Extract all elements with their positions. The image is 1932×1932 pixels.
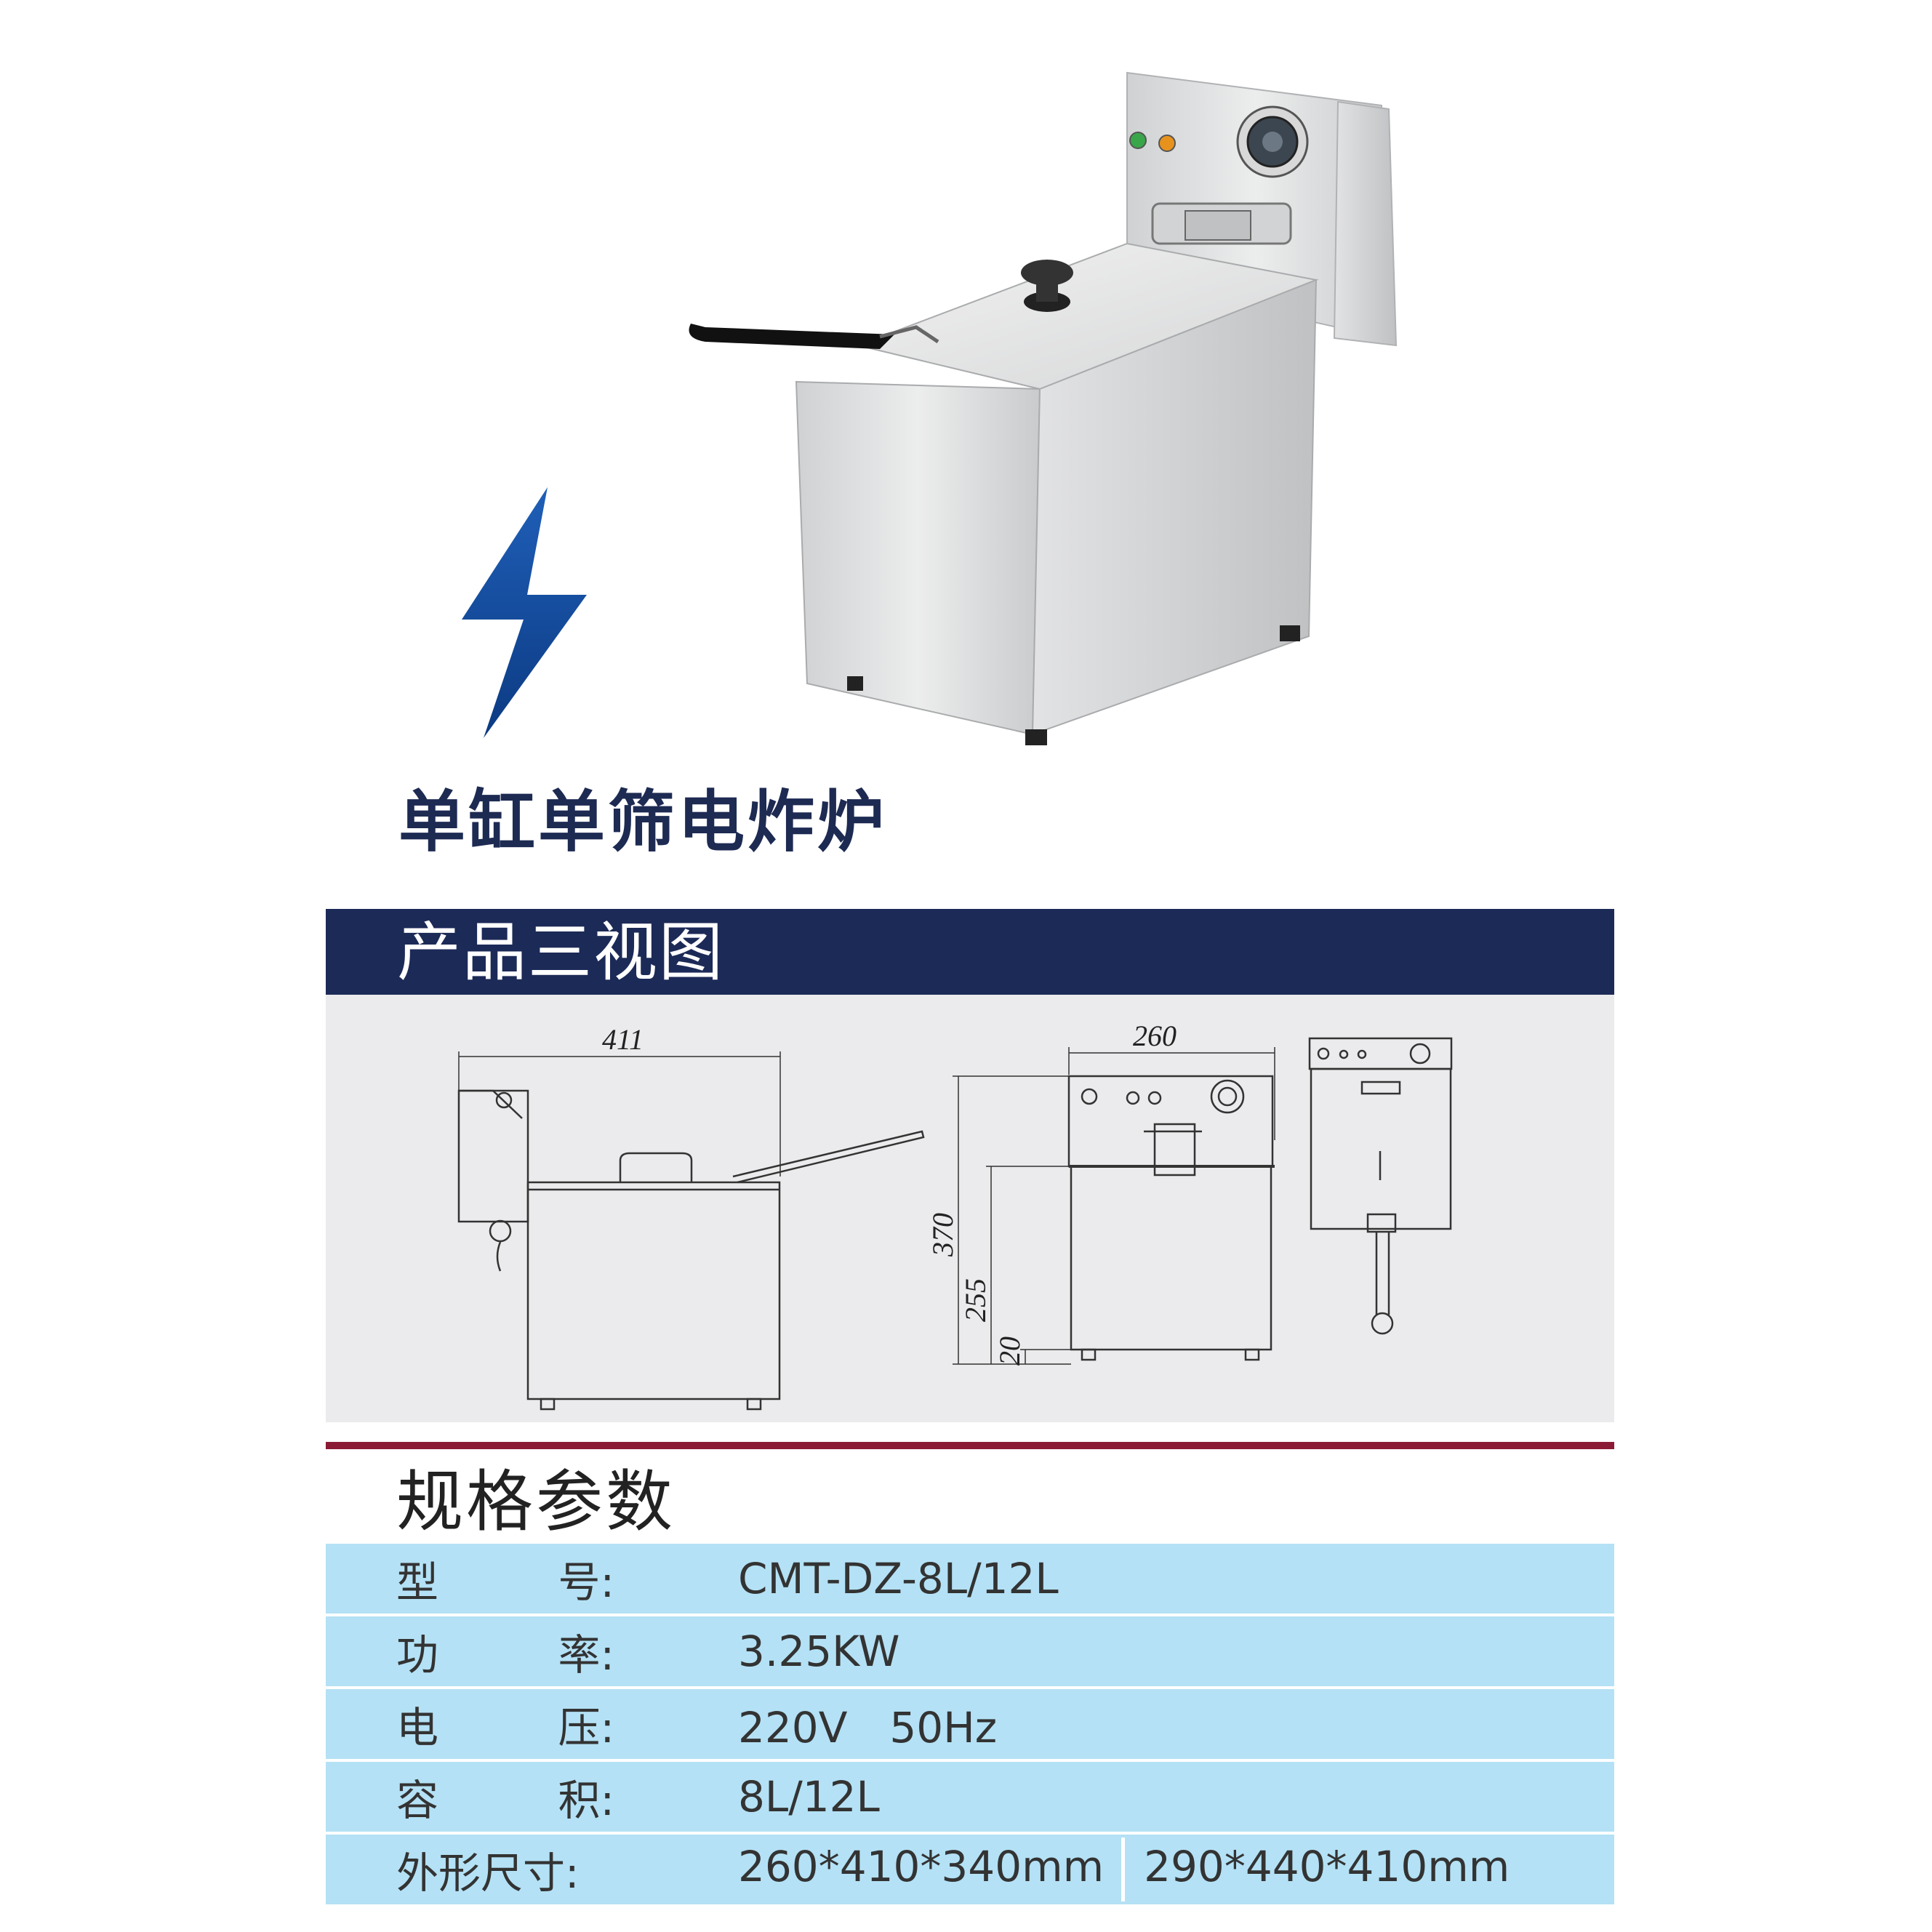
- value-separator: [1121, 1837, 1126, 1901]
- technical-drawing-panel: 411 260 370 255 20: [326, 995, 1614, 1422]
- front-width-dimension: 260: [1133, 1019, 1177, 1052]
- specs-section-title: 规格参数: [396, 1463, 676, 1541]
- table-row: 功率: 3.25KW: [326, 1615, 1614, 1689]
- spec-value: CMT-DZ-8L/12L: [738, 1544, 1614, 1616]
- three-view-drawing: 411 260 370 255 20: [457, 1019, 1453, 1411]
- side-view: [457, 1051, 925, 1411]
- table-row: 容积: 8L/12L: [326, 1760, 1614, 1835]
- views-section-header: 产品三视图: [326, 909, 1614, 995]
- table-row: 型号: CMT-DZ-8L/12L: [326, 1544, 1614, 1616]
- specs-table: 型号: CMT-DZ-8L/12L 功率: 3.25KW 电压: 220V 50…: [326, 1544, 1614, 1907]
- spec-label: 电压:: [326, 1688, 738, 1762]
- front-total-height-dimension: 370: [926, 1213, 959, 1257]
- product-title: 单缸单筛电炸炉: [398, 783, 888, 861]
- spec-value-primary: 260*410*340mm: [738, 1842, 1105, 1892]
- spec-label: 外形尺寸:: [326, 1833, 738, 1907]
- front-view: [953, 1047, 1275, 1365]
- spec-value: 260*410*340mm 290*440*410mm: [738, 1833, 1614, 1907]
- front-body-height-dimension: 255: [959, 1278, 992, 1322]
- spec-label: 容积:: [326, 1760, 738, 1835]
- lightning-icon: [462, 487, 587, 738]
- table-row: 外形尺寸: 260*410*340mm 290*440*410mm: [326, 1833, 1614, 1907]
- spec-value: 220V 50Hz: [738, 1688, 1614, 1762]
- top-view: [1308, 1037, 1453, 1335]
- table-row: 电压: 220V 50Hz: [326, 1688, 1614, 1762]
- spec-value-secondary: 290*440*410mm: [1144, 1842, 1510, 1892]
- views-section-title: 产品三视图: [397, 915, 725, 990]
- front-feet-height-dimension: 20: [993, 1336, 1026, 1366]
- side-width-dimension: 411: [602, 1023, 644, 1056]
- spec-value: 3.25KW: [738, 1615, 1614, 1689]
- spec-value: 8L/12L: [738, 1760, 1614, 1835]
- spec-label: 型号:: [326, 1544, 738, 1616]
- section-divider: [326, 1442, 1614, 1449]
- deep-fryer-photo: [689, 71, 1398, 745]
- spec-label: 功率:: [326, 1615, 738, 1689]
